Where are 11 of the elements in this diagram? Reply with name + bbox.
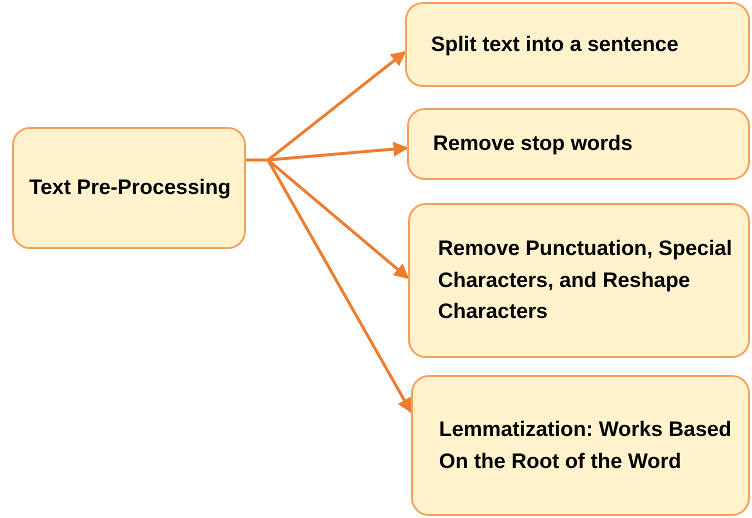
node-label: Lemmatization: Works Based On the Root of the Word — [439, 417, 733, 474]
process-box — [411, 375, 750, 516]
process-box — [405, 2, 750, 87]
node-label: Text Pre-Processing — [29, 175, 231, 202]
process-box — [407, 108, 750, 180]
arrow — [246, 158, 412, 414]
process-box — [408, 203, 750, 358]
root-node-box — [12, 127, 246, 249]
node-label: Remove Punctuation, Special Characters, and Reshape Characters — [438, 236, 734, 326]
node-label: Split text into a sentence — [431, 32, 678, 58]
node-label: Remove stop words — [433, 131, 633, 158]
